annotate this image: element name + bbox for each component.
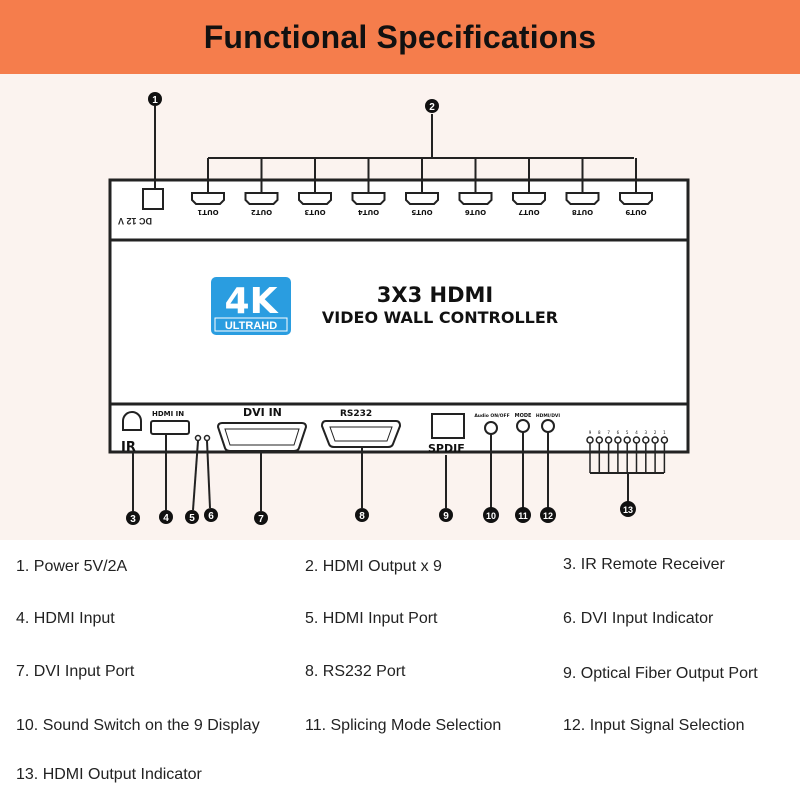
dvi-in-port: [216, 422, 308, 452]
callout-marker-3: [126, 511, 140, 525]
callout-number-4: 4: [163, 513, 169, 524]
spec-item: 7. DVI Input Port: [16, 663, 135, 680]
led-number-label: 7: [607, 430, 610, 435]
hdmi-in-port: [150, 420, 190, 435]
rs232-port: [320, 420, 402, 448]
product-name-line1: 3X3 HDMI: [377, 283, 493, 307]
spdif-label: SPDIF: [428, 442, 465, 455]
hdmi-output-label: OUT6: [465, 208, 486, 216]
callout-number-2: 2: [429, 102, 435, 113]
rs232-port-inner: [329, 426, 393, 442]
hdmi-output-port: [512, 192, 546, 205]
callout-number-6: 6: [208, 511, 214, 522]
spec-list: 1. Power 5V/2A 2. HDMI Output x 9 3. IR …: [0, 540, 800, 800]
power-socket: [142, 188, 164, 210]
callout-line-6: [206, 440, 211, 509]
hdmi-output-port: [405, 192, 439, 205]
hdmi-output-port: [565, 192, 600, 205]
spec-item: 8. RS232 Port: [305, 663, 406, 680]
spec-item: 11. Splicing Mode Selection: [305, 717, 502, 734]
hdmi-output-port: [298, 192, 332, 205]
led-number-label: 4: [635, 430, 638, 435]
callout-marker-5: [185, 510, 199, 524]
input-select-button-label: HDMI/DVI: [536, 413, 561, 419]
badge-4k-text: 4K: [225, 281, 279, 322]
spec-item: 5. HDMI Input Port: [305, 610, 438, 627]
led-number-label: 6: [617, 430, 620, 435]
callout-marker-1: [148, 92, 162, 106]
callout-marker-9: [439, 508, 453, 522]
spdif-port: [431, 413, 465, 439]
led-number-label: 8: [598, 430, 601, 435]
hdmi-output-port: [619, 192, 653, 205]
callout-number-7: 7: [258, 514, 264, 525]
hdmi-output-label: OUT1: [197, 208, 218, 216]
rs232-label: RS232: [340, 409, 372, 419]
hdmi-output-port: [458, 192, 493, 205]
callout-marker-10: [483, 507, 499, 523]
callout-number-10: 10: [486, 511, 496, 521]
device-diagram: DC 12 V 1 2 OUT1 OUT2 OUT3 OUT4 OUT5 OUT6 OUT7…: [0, 74, 800, 540]
callout-number-11: 11: [518, 511, 528, 521]
hdmi-output-port: [191, 192, 225, 205]
callout-number-3: 3: [130, 514, 136, 525]
spec-item: 1. Power 5V/2A: [16, 558, 128, 575]
spec-item: 13. HDMI Output Indicator: [16, 766, 202, 783]
callout-marker-7: [254, 511, 268, 525]
page-title: Functional Specifications: [203, 18, 597, 55]
callout-number-5: 5: [189, 513, 195, 524]
badge-ultrahd-text: ULTRAHD: [225, 320, 277, 332]
callout-marker-6: [204, 508, 218, 522]
callout-marker-8: [355, 508, 369, 522]
hdmi-output-label: OUT9: [625, 208, 646, 216]
spec-item: 4. HDMI Input: [16, 610, 115, 627]
led-number-label: 3: [645, 430, 648, 435]
device-body: [108, 178, 690, 454]
spec-item: 10. Sound Switch on the 9 Display: [16, 717, 260, 734]
ir-label: IR: [121, 440, 136, 455]
hdmi-output-label: OUT7: [518, 208, 539, 216]
hdmi-output-ports: OUT1 OUT2 OUT3 OUT4 OUT5 OUT6 OUT7 OUT8 OUT9: [191, 158, 653, 216]
callout-marker-4: [159, 510, 173, 524]
callout-marker-12: [540, 507, 556, 523]
hdmi-output-label: OUT5: [411, 208, 432, 216]
dvi-input-led: [203, 434, 211, 442]
ir-receiver: [122, 411, 142, 431]
led-number-label: 1: [663, 430, 666, 435]
spec-item: 6. DVI Input Indicator: [563, 610, 714, 627]
hdmi-input-led: [194, 434, 202, 442]
output-indicator-leds: 9 8 7 6 5 4 3 2 1: [586, 430, 669, 473]
product-name-line2: VIDEO WALL CONTROLLER: [322, 308, 558, 327]
hdmi-output-label: OUT2: [251, 208, 272, 216]
power-label: DC 12 V: [118, 216, 152, 226]
callout-marker-2: [425, 99, 439, 113]
callout-number-13: 13: [623, 505, 633, 515]
callout-number-9: 9: [443, 511, 449, 522]
spec-item: 3. IR Remote Receiver: [563, 556, 725, 573]
dvi-in-port-inner: [224, 428, 300, 446]
callout-number-1: 1: [152, 95, 158, 106]
hdmi-output-label: OUT3: [304, 208, 325, 216]
mode-button-label: MODE: [515, 413, 532, 419]
callout-number-8: 8: [359, 511, 365, 522]
hdmi-output-port: [244, 192, 279, 205]
led-number-label: 9: [589, 430, 592, 435]
badge-ultrahd-bg: [214, 317, 288, 332]
hdmi-output-label: OUT4: [358, 208, 379, 216]
callout-number-12: 12: [543, 511, 553, 521]
callout-marker-11: [515, 507, 531, 523]
dvi-in-label: DVI IN: [243, 406, 282, 419]
hdmi-in-label: HDMI IN: [152, 410, 184, 418]
callout-line-5: [192, 440, 199, 511]
header-banner: Functional Specifications: [0, 0, 800, 74]
hdmi-output-label: OUT8: [572, 208, 593, 216]
led-number-label: 5: [626, 430, 629, 435]
spec-item: 12. Input Signal Selection: [563, 717, 745, 734]
audio-button-label: Audio ON/OFF: [474, 413, 509, 419]
spec-item: 9. Optical Fiber Output Port: [563, 665, 758, 682]
led-number-label: 2: [654, 430, 657, 435]
spec-item: 2. HDMI Output x 9: [305, 558, 442, 575]
hdmi-output-port: [351, 192, 386, 205]
callout-marker-13: [620, 501, 636, 517]
